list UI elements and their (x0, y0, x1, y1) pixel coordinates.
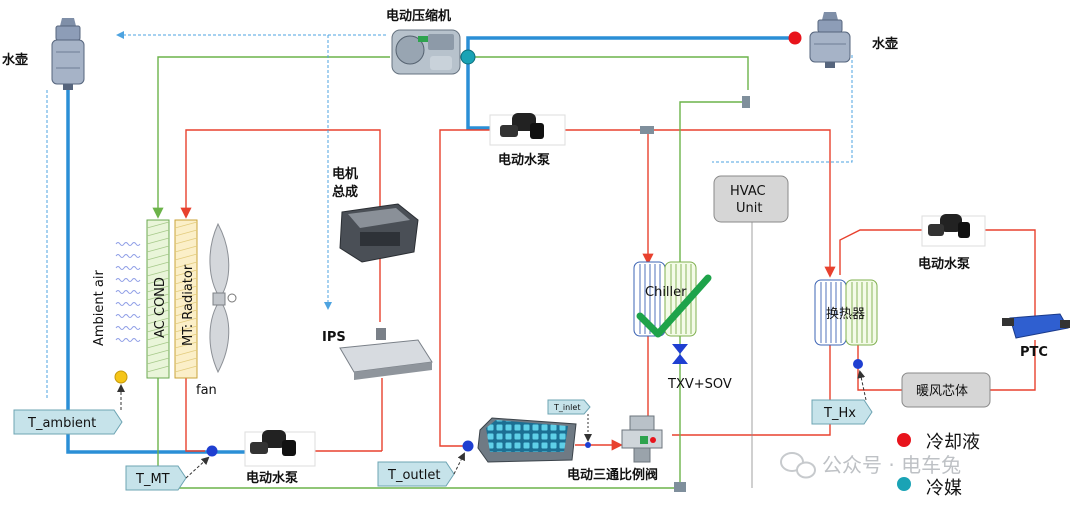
vent-line-right (712, 54, 853, 163)
cooling-fan (209, 222, 237, 374)
txv-valve (672, 344, 688, 364)
kettle-right-label: 水壶 (872, 36, 898, 52)
kettle-left-label: 水壶 (2, 52, 28, 68)
refrigerant-line-left-loop (66, 88, 245, 454)
ambient-air-arrows (115, 242, 141, 342)
chiller-label: Chiller (645, 285, 687, 300)
coolant-line-ptc-down (990, 340, 1036, 391)
legend-coolant-label: 冷却液 (926, 432, 980, 453)
t-ambient-label: T_ambient (27, 416, 96, 431)
sensor-t-ambient: T_ambient (13, 370, 128, 435)
coolant-line-top-pump-out (565, 129, 836, 278)
hvac-label-line2: Unit (736, 201, 762, 216)
heat-exchanger (814, 279, 878, 346)
ptc-label: PTC (1020, 345, 1048, 360)
wechat-icon (780, 452, 816, 479)
ips-label: IPS (322, 330, 346, 345)
watermark-text: 公众号 · 电车兔 (822, 453, 961, 477)
pump-right-label: 电动水泵 (918, 256, 970, 272)
legend: 冷却液 冷媒 (897, 432, 980, 499)
sensor-node-outlet (462, 440, 474, 452)
t-outlet-label: T_outlet (387, 468, 440, 483)
valve-bottom-connector (674, 482, 686, 492)
legend-refrigerant-swatch (897, 477, 911, 491)
coolant-line-battery-left (439, 129, 490, 447)
t-mt-label: T_MT (135, 472, 170, 487)
coolant-node-kettle (788, 31, 802, 45)
motor-assembly (339, 203, 419, 263)
coolant-tee-top (640, 126, 654, 134)
coolant-line-hx-top (839, 229, 922, 275)
ac-cond-label: AC COND (153, 277, 168, 338)
motor-label-line1: 电机 (332, 166, 358, 182)
hvac-label-line1: HVAC (730, 184, 766, 199)
battery-pack (477, 417, 577, 463)
radiator-label: MT: Radiator (181, 264, 196, 346)
hvac-connector (742, 96, 750, 108)
sensor-node-hx (853, 359, 863, 369)
kettle-left (51, 18, 85, 90)
refrigerant-node-compressor (460, 49, 476, 65)
heater-core (901, 372, 991, 408)
txv-label: TXV+SOV (667, 377, 732, 392)
sensor-t-inlet: T_inlet (547, 399, 592, 442)
electric-pump-right (921, 214, 986, 247)
motor-label-line2: 总成 (332, 184, 358, 200)
coolant-line-radiator-bottom (185, 378, 205, 452)
check-mark-icon (636, 274, 712, 338)
electric-pump-top (489, 113, 566, 146)
three-way-valve (621, 415, 663, 463)
ips-unit (339, 328, 433, 380)
t-hx-label: T_Hx (823, 406, 856, 421)
green-line-cond-feed (152, 56, 390, 219)
refrigerant-line-compressor-top (466, 36, 795, 55)
ptc-heater (1002, 313, 1070, 339)
ambient-air-label: Ambient air (92, 270, 107, 346)
green-line-compressor-right (462, 56, 749, 90)
heater-core-label: 暖风芯体 (916, 384, 968, 399)
refrigerant-line-compressor-down (466, 62, 490, 130)
sensor-t-hx: T_Hx (811, 370, 873, 425)
t-inlet-label: T_inlet (553, 403, 580, 412)
legend-refrigerant-label: 冷媒 (926, 478, 962, 499)
compressor-label: 电动压缩机 (386, 8, 451, 24)
sensor-node-mt (206, 445, 218, 457)
sensor-t-mt: T_MT (125, 456, 210, 491)
coolant-line-valve-right (672, 345, 831, 436)
fan-label: fan (196, 383, 217, 398)
mt-radiator (174, 219, 198, 379)
sensor-node-inlet (585, 442, 591, 448)
valve-label: 电动三通比例阀 (567, 467, 658, 483)
hvac-unit (713, 175, 789, 223)
legend-coolant-swatch (897, 433, 911, 447)
pump-top-label: 电动水泵 (498, 152, 550, 168)
refrigerant-lines (66, 36, 795, 454)
electric-pump-bottom (244, 430, 316, 467)
exchanger-label: 换热器 (826, 307, 865, 322)
pump-bottom-label: 电动水泵 (246, 470, 298, 486)
coolant-line-ptc-loop (985, 229, 1036, 318)
coolant-line-heater-left (857, 345, 902, 391)
sensor-t-outlet: T_outlet (377, 452, 465, 487)
watermark: 公众号 · 电车兔 (780, 452, 961, 479)
ac-condenser (146, 219, 170, 379)
kettle-right (809, 12, 851, 68)
electric-compressor (391, 29, 461, 75)
